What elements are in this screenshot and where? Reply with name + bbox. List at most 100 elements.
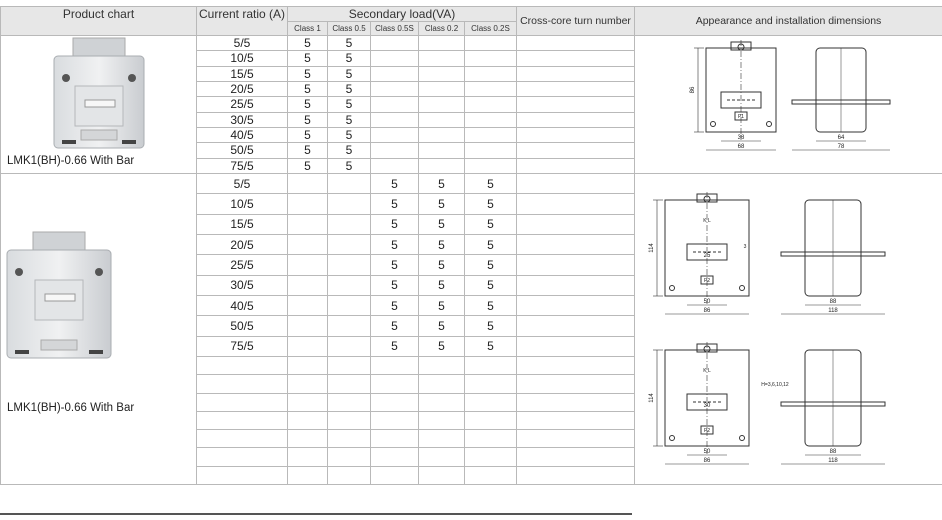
cross-core-cell bbox=[516, 315, 635, 337]
load-class-02s: 5 bbox=[464, 234, 517, 256]
load-class-02s bbox=[464, 447, 517, 467]
load-class-02: 5 bbox=[418, 315, 465, 337]
load-class-05s bbox=[370, 157, 419, 175]
product-photo bbox=[53, 37, 145, 149]
load-class-02s: 5 bbox=[464, 274, 517, 297]
header-class: Class 0.2 bbox=[418, 21, 465, 36]
load-class-02s bbox=[464, 50, 517, 67]
load-class-02s bbox=[464, 429, 517, 449]
load-class-05 bbox=[327, 295, 371, 317]
ratio-cell: 40/5 bbox=[196, 295, 288, 317]
load-class-02 bbox=[418, 34, 465, 52]
load-class-02: 5 bbox=[418, 254, 465, 276]
load-class-1 bbox=[287, 274, 328, 297]
load-class-05s bbox=[370, 447, 419, 467]
load-class-1 bbox=[287, 392, 328, 412]
ratio-cell bbox=[196, 392, 288, 412]
load-class-05 bbox=[327, 356, 371, 376]
dimension-label: 78 bbox=[837, 144, 844, 150]
load-class-1 bbox=[287, 295, 328, 317]
ratio-cell bbox=[196, 410, 288, 431]
load-class-05 bbox=[327, 465, 371, 486]
header-class: Class 0.5 bbox=[327, 21, 371, 36]
load-class-05: 5 bbox=[327, 80, 371, 98]
load-class-05s bbox=[370, 465, 419, 486]
cross-core-cell bbox=[516, 234, 635, 256]
load-class-02s: 5 bbox=[464, 295, 517, 317]
load-class-1 bbox=[287, 254, 328, 276]
terminal-label: K L bbox=[703, 368, 711, 374]
cross-core-cell bbox=[516, 96, 635, 113]
product-wrap: LMK1(BH)-0.66 With Bar bbox=[2, 175, 196, 484]
ratio-cell: 15/5 bbox=[196, 213, 288, 236]
load-class-02 bbox=[418, 447, 465, 467]
cross-core-cell bbox=[516, 80, 635, 98]
dimension-label: 114 bbox=[649, 393, 655, 403]
load-class-02 bbox=[418, 410, 465, 431]
load-class-05s bbox=[370, 126, 419, 144]
cross-core-cell bbox=[516, 254, 635, 276]
dimension-label: 68 bbox=[737, 144, 744, 150]
ratio-cell: 20/5 bbox=[196, 234, 288, 256]
load-class-05: 5 bbox=[327, 50, 371, 67]
load-class-05 bbox=[327, 392, 371, 412]
load-class-05 bbox=[327, 213, 371, 236]
cross-core-cell bbox=[516, 374, 635, 394]
load-class-05s: 5 bbox=[370, 213, 419, 236]
load-class-02s bbox=[464, 80, 517, 98]
load-class-02 bbox=[418, 80, 465, 98]
dimension-label: 88 bbox=[830, 299, 837, 305]
load-class-02s bbox=[464, 142, 517, 159]
load-class-1: 5 bbox=[287, 157, 328, 175]
dimension-label: 50 bbox=[704, 299, 711, 305]
ratio-cell bbox=[196, 429, 288, 449]
load-class-02: 5 bbox=[418, 193, 465, 215]
load-class-02s bbox=[464, 96, 517, 113]
ratio-cell bbox=[196, 447, 288, 467]
cross-core-cell bbox=[516, 34, 635, 52]
ratio-cell: 75/5 bbox=[196, 157, 288, 175]
load-class-05s bbox=[370, 34, 419, 52]
load-class-05 bbox=[327, 274, 371, 297]
load-class-05 bbox=[327, 254, 371, 276]
cross-core-cell bbox=[516, 126, 635, 144]
cross-core-cell bbox=[516, 356, 635, 376]
cross-core-cell bbox=[516, 213, 635, 236]
load-class-02 bbox=[418, 50, 465, 67]
spec-table: Product chart Current ratio (A) Secondar… bbox=[0, 6, 942, 486]
cross-core-cell bbox=[516, 193, 635, 215]
load-class-1: 5 bbox=[287, 34, 328, 52]
load-class-05s bbox=[370, 65, 419, 82]
load-class-05s: 5 bbox=[370, 295, 419, 317]
load-class-02 bbox=[418, 65, 465, 82]
load-class-05s: 5 bbox=[370, 254, 419, 276]
load-class-05s bbox=[370, 50, 419, 67]
ratio-cell: 40/5 bbox=[196, 126, 288, 144]
ratio-cell: 5/5 bbox=[196, 172, 288, 195]
load-class-02s bbox=[464, 111, 517, 128]
dimension-label: 86 bbox=[704, 458, 711, 464]
load-class-05s bbox=[370, 356, 419, 376]
load-class-02s bbox=[464, 65, 517, 82]
load-class-1: 5 bbox=[287, 126, 328, 144]
ratio-cell: 25/5 bbox=[196, 254, 288, 276]
header-class: Class 0.2S bbox=[464, 21, 517, 36]
load-class-02s bbox=[464, 157, 517, 175]
cross-core-cell bbox=[516, 111, 635, 128]
load-class-05: 5 bbox=[327, 96, 371, 113]
cross-core-cell bbox=[516, 335, 635, 358]
dimension-label: 3 bbox=[744, 244, 747, 250]
load-class-05 bbox=[327, 193, 371, 215]
load-class-05 bbox=[327, 374, 371, 394]
load-class-05s bbox=[370, 410, 419, 431]
load-class-02s bbox=[464, 34, 517, 52]
load-class-02s bbox=[464, 356, 517, 376]
ratio-cell: 50/5 bbox=[196, 315, 288, 337]
